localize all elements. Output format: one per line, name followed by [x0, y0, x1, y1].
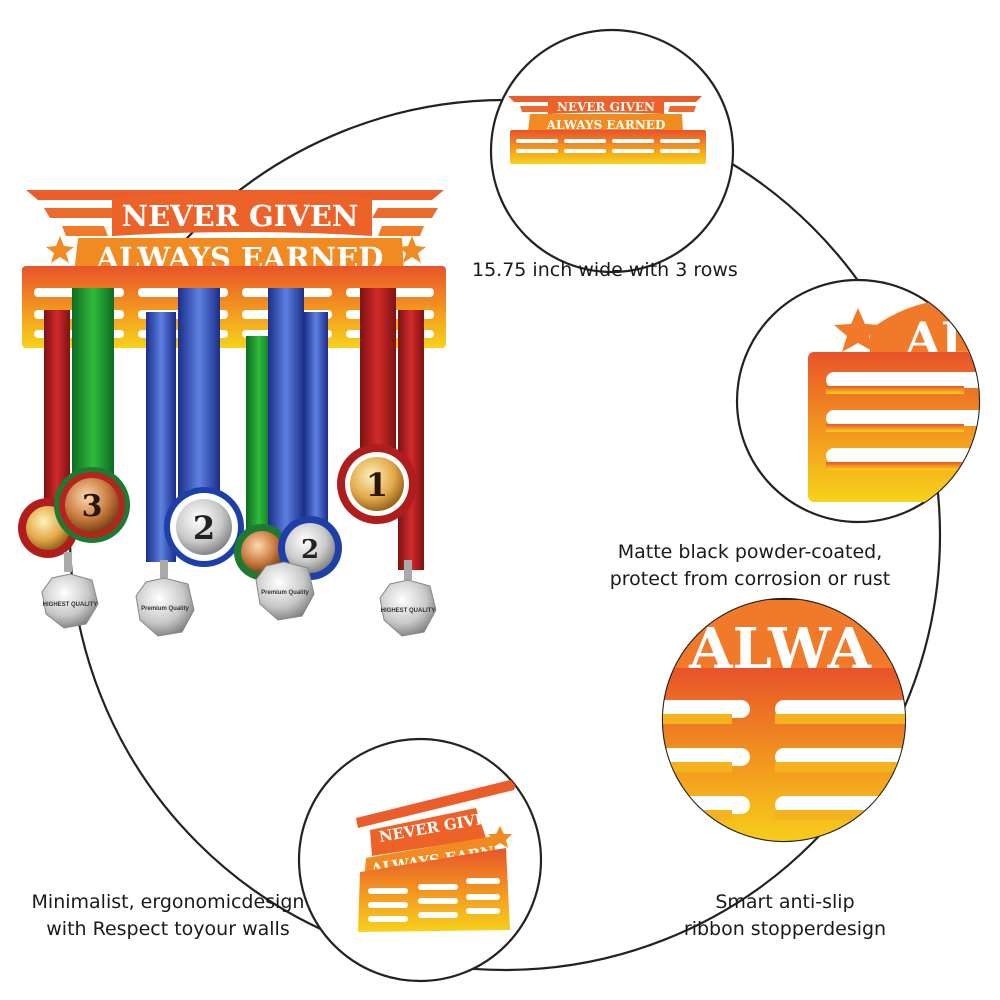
- caption-minimalist-line1: Minimalist, ergonomicdesign: [31, 891, 305, 913]
- caption-coating-line1: Matte black powder-coated,: [617, 541, 883, 563]
- detail-circle-coating: AL: [735, 278, 981, 524]
- medal-number: 3: [82, 489, 103, 524]
- badge-text: Premium Quality: [141, 606, 189, 612]
- star-icon: [46, 236, 74, 263]
- detail-circle-stopper: ALWA: [661, 597, 907, 843]
- badge-text: Premium Quality: [261, 590, 309, 596]
- medal-gold-1: 1: [337, 444, 417, 524]
- badge-medal: [255, 561, 315, 621]
- svg-text:ALWAYS EARNED: ALWAYS EARNED: [546, 118, 666, 132]
- caption-stopper-line2: ribbon stopperdesign: [683, 918, 887, 940]
- ribbon: [304, 312, 328, 542]
- detail-circle-size: NEVER GIVEN ALWAYS EARNED: [489, 28, 735, 274]
- detail-circle-minimalist: NEVER GIVEN ALWAYS EARNED: [297, 737, 543, 983]
- caption-stopper-line1: Smart anti-slip: [715, 891, 855, 913]
- caption-coating: Matte black powder-coated, protect from …: [595, 539, 905, 593]
- star-icon: [834, 308, 882, 352]
- medal-bronze-3: 3: [54, 467, 130, 543]
- ribbon: [268, 288, 304, 558]
- star-icon: [398, 236, 426, 263]
- ribbon: [398, 310, 424, 570]
- medal-silver-2: 2: [164, 487, 244, 567]
- star-icon: [488, 826, 512, 848]
- badge-medal: [41, 573, 99, 629]
- caption-coating-line2: protect from corrosion or rust: [609, 568, 891, 590]
- badge-medal: [135, 577, 195, 637]
- caption-width: 15.75 inch wide with 3 rows: [472, 257, 738, 284]
- rack-plate: [22, 266, 446, 348]
- caption-minimalist-line2: with Respect toyour walls: [46, 918, 290, 940]
- medal-number: 2: [193, 509, 215, 547]
- medal-number: 2: [301, 535, 319, 565]
- badge-medal: [379, 579, 437, 637]
- caption-minimalist: Minimalist, ergonomicdesign with Respect…: [18, 889, 318, 943]
- main-hanger-photo: NEVER GIVEN ALWAYS EARNED 3: [18, 190, 446, 637]
- hanger-line1: NEVER GIVEN: [122, 199, 359, 233]
- svg-text:NEVER GIVEN: NEVER GIVEN: [557, 100, 655, 114]
- badge-text: HIGHEST QUALITY: [43, 602, 98, 608]
- caption-width-text: 15.75 inch wide with 3 rows: [472, 259, 738, 281]
- badge-text: HIGHEST QUALITY: [381, 608, 436, 614]
- ribbon: [246, 336, 272, 546]
- medal-number: 1: [366, 466, 388, 504]
- caption-stopper: Smart anti-slip ribbon stopperdesign: [660, 889, 910, 943]
- ribbon: [360, 288, 396, 468]
